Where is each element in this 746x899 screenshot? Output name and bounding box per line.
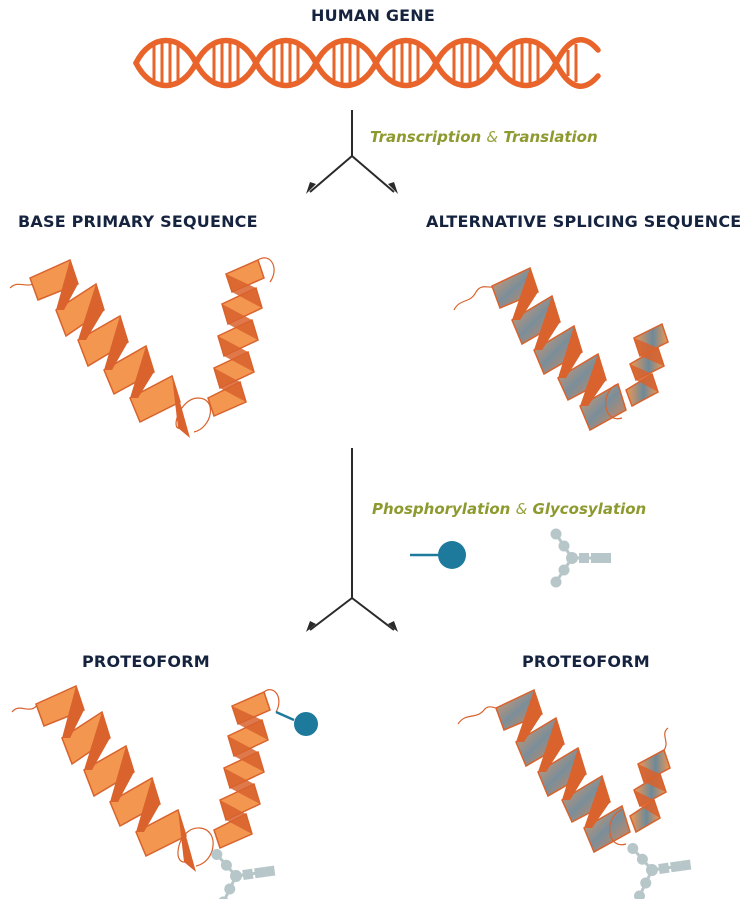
step2-second: Glycosylation [532,500,647,518]
step2-first: Phosphorylation [372,500,511,518]
dna-helix-icon [133,37,601,89]
step1-second: Translation [503,128,598,146]
alternative-splicing-title: ALTERNATIVE SPLICING SEQUENCE [426,212,742,231]
protein-ribbon-icon [457,688,697,899]
proteoform-right-title: PROTEOFORM [522,652,650,671]
step-transcription-translation: Transcription & Translation [370,128,598,146]
gene-title: HUMAN GENE [310,6,436,25]
arrow-icon [306,110,398,194]
glycan-icon [549,527,613,589]
protein-ribbon-icon [9,257,275,438]
step1-amp: & [486,128,499,146]
proteoform-left-title: PROTEOFORM [82,652,210,671]
phosphate-icon [410,541,466,569]
arrow-icon [306,448,398,632]
base-sequence-title: BASE PRIMARY SEQUENCE [18,212,258,231]
protein-ribbon-icon [11,684,318,899]
protein-ribbon-icon [453,266,669,432]
step1-first: Transcription [370,128,482,146]
step-phosphorylation-glycosylation: Phosphorylation & Glycosylation [372,500,646,518]
step2-amp: & [515,500,528,518]
